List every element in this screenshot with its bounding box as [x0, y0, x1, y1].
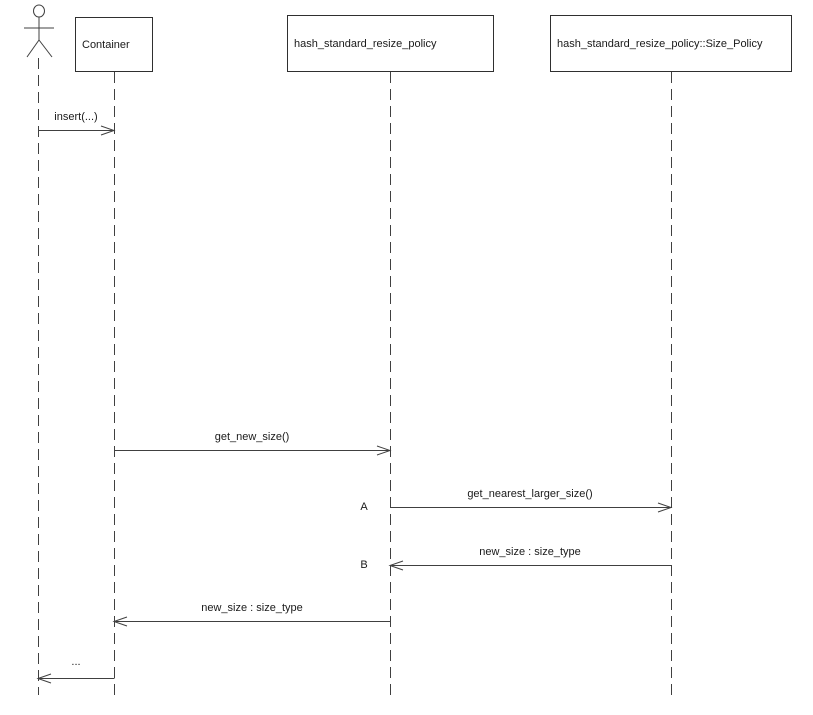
participant-box-resize-policy: hash_standard_resize_policy [287, 15, 494, 72]
message-arrow-new-size-return [112, 616, 391, 627]
arrowhead-left-icon [112, 616, 128, 627]
marker-label-b: B [360, 559, 368, 571]
arrowhead-left-icon [388, 560, 404, 571]
arrowhead-right-icon [657, 502, 673, 513]
participant-label: Container [82, 38, 130, 51]
message-label-get-nearest-larger-size: get_nearest_larger_size() [467, 488, 593, 500]
arrowhead-right-icon [100, 125, 116, 136]
arrowhead-right-icon [376, 445, 392, 456]
actor-icon [24, 4, 54, 58]
message-arrow-insert [38, 125, 116, 136]
message-arrows [36, 125, 673, 684]
message-arrow-ellipsis-return [36, 673, 115, 684]
actor-left-leg [26, 39, 40, 58]
participant-label: hash_standard_resize_policy [294, 37, 437, 50]
actor-head [33, 4, 45, 18]
message-label-new-size-return-b: new_size : size_type [479, 546, 581, 558]
participant-box-container: Container [75, 17, 153, 72]
message-label-insert: insert(...) [54, 111, 98, 123]
arrowhead-left-icon [36, 673, 52, 684]
marker-label-a: A [360, 501, 368, 513]
message-label-get-new-size: get_new_size() [214, 431, 290, 443]
message-label-ellipsis: ... [71, 656, 81, 668]
message-arrow-new-size-return-b [388, 560, 672, 571]
message-arrow-get-new-size [114, 445, 392, 456]
message-arrow-get-nearest-larger-size [390, 502, 673, 513]
actor-right-leg [38, 39, 53, 58]
participant-label: hash_standard_resize_policy::Size_Policy [557, 37, 763, 50]
message-label-new-size-return: new_size : size_type [201, 602, 303, 614]
lifelines [38, 58, 672, 695]
participant-box-size-policy: hash_standard_resize_policy::Size_Policy [550, 15, 792, 72]
